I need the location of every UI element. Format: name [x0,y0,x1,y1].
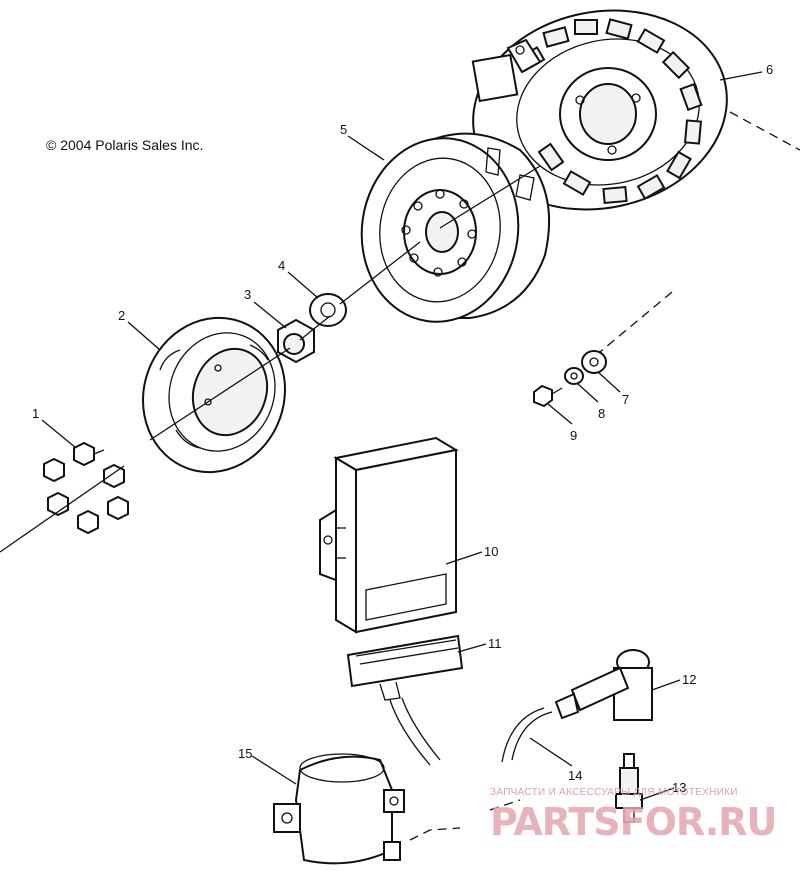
callout-labels: 1 2 3 4 5 6 7 8 9 10 11 12 13 14 15 [32,62,773,795]
callout-6: 6 [766,62,773,77]
callout-15: 15 [238,746,252,761]
cdi-module-part-10 [319,436,459,634]
assembly-centerlines [0,111,800,841]
callout-7: 7 [622,392,629,407]
bolt [77,509,99,535]
callout-3: 3 [244,287,251,302]
lock-washer-part-8 [564,367,584,385]
bolt [73,441,105,467]
callout-1: 1 [32,406,39,421]
callout-12: 12 [682,672,696,687]
watermark-tagline: ЗАПЧАСТИ И АКСЕССУАРЫ ДЛЯ МОТОТЕХНИКИ [490,787,738,798]
callout-leaders [41,71,763,801]
callout-14: 14 [568,768,582,783]
connector-part-11 [346,634,464,766]
callout-5: 5 [340,122,347,137]
flywheel-part-5 [360,132,551,323]
callout-2: 2 [118,308,125,323]
stator-part-6 [471,9,728,211]
bolt [43,457,65,483]
bolt [107,495,129,521]
screw-part-9 [533,384,563,408]
callout-11: 11 [488,636,502,651]
flywheel-bolt-holes [401,189,477,277]
ignition-coil-part-15 [273,753,405,865]
callout-4: 4 [278,258,285,273]
bolts-part-1 [43,441,129,535]
stator-connector-block [471,38,542,103]
spark-plug-cap-part-12 [554,649,653,721]
bolt [103,463,125,489]
washer-part-4 [309,293,347,327]
washer-part-7 [581,350,607,374]
copyright-notice: © 2004 Polaris Sales Inc. [46,137,204,153]
nut-part-3 [277,318,315,364]
starter-cup-part-2 [142,316,286,474]
callout-13: 13 [672,780,686,795]
spark-plug-part-13 [615,753,643,823]
callout-8: 8 [598,406,605,421]
watermark-brand: PARTSFOR.RU [490,800,777,844]
ht-lead-part-14 [501,707,553,763]
callout-10: 10 [484,544,498,559]
bolt [47,491,69,517]
callout-9: 9 [570,428,577,443]
